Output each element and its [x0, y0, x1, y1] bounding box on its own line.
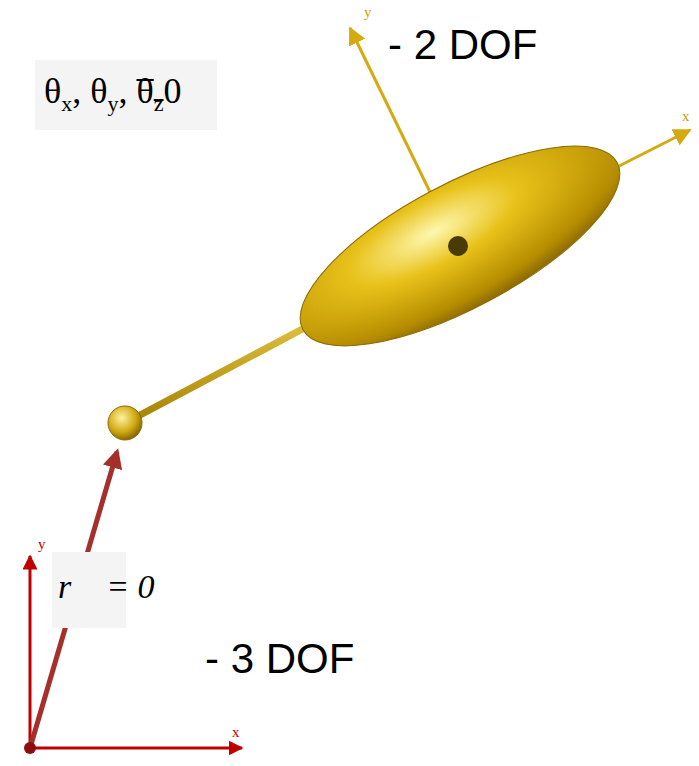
rod	[125, 325, 310, 423]
ellipsoid-body	[274, 108, 647, 385]
axis-label: x	[682, 108, 690, 125]
dof-note: - 2 DOF	[388, 22, 537, 68]
axis-label: y	[38, 536, 46, 553]
axis-label: y	[364, 4, 372, 21]
subscript: x	[61, 91, 72, 116]
subscript: y	[108, 91, 119, 116]
formula-text: 0	[164, 71, 182, 111]
world-x-axis	[30, 747, 242, 750]
vector-formula: r⃗ = 0	[58, 568, 155, 605]
world-y-axis	[29, 556, 32, 748]
world-origin	[24, 742, 36, 754]
axis-label: x	[232, 724, 240, 741]
formula-text: , θ	[72, 71, 107, 111]
struck-term: θz	[137, 89, 164, 106]
formula-text: ,	[119, 71, 137, 111]
ball-joint	[108, 406, 142, 440]
center-of-mass	[448, 236, 468, 256]
subscript: z	[154, 91, 164, 116]
formula-text: θ	[44, 71, 61, 111]
dof-note: - 3 DOF	[205, 636, 354, 682]
formula-text: θ	[137, 71, 154, 111]
rotation-formula: θx, θy, θz0	[44, 72, 182, 116]
